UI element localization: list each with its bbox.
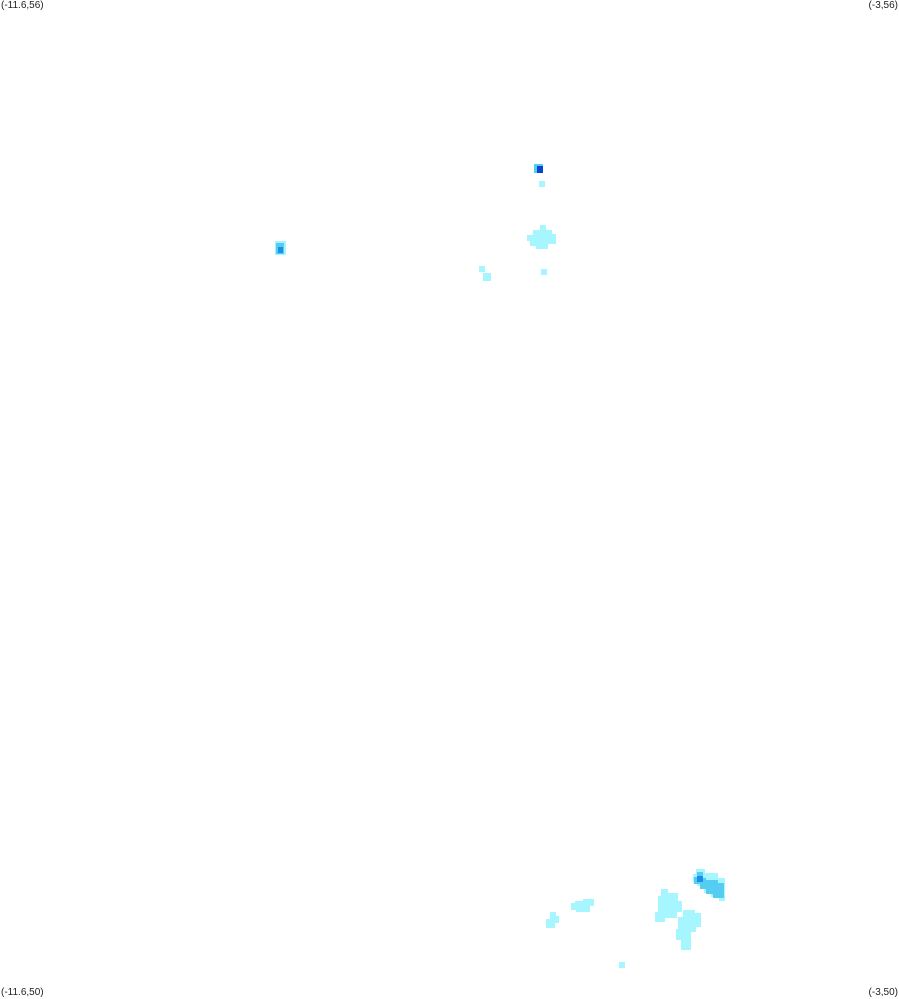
cell-cluster-central: [479, 225, 556, 281]
cell-cluster-west: [275, 241, 286, 255]
grid-cell: [537, 166, 543, 173]
grid-blob: [676, 910, 701, 950]
grid-blob: [546, 912, 559, 928]
grid-blob: [571, 899, 594, 912]
grid-cell: [697, 876, 703, 882]
grid-blob: [527, 225, 556, 249]
grid-cell: [278, 247, 283, 253]
corner-label-bottom-left: (-11.6,50): [1, 987, 44, 998]
cell-cluster-south: [546, 869, 725, 968]
corner-label-bottom-right: (-3,50): [868, 987, 898, 998]
cell-cluster-north: [534, 164, 545, 187]
grid-cell: [479, 266, 485, 272]
corner-label-top-left: (-11.6,56): [1, 0, 44, 11]
corner-label-top-right: (-3,56): [868, 0, 898, 11]
grid-cell: [539, 181, 545, 187]
grid-cell: [541, 269, 547, 275]
grid-blob: [655, 889, 682, 922]
grid-cell: [619, 962, 625, 968]
grid-cell: [483, 273, 491, 281]
